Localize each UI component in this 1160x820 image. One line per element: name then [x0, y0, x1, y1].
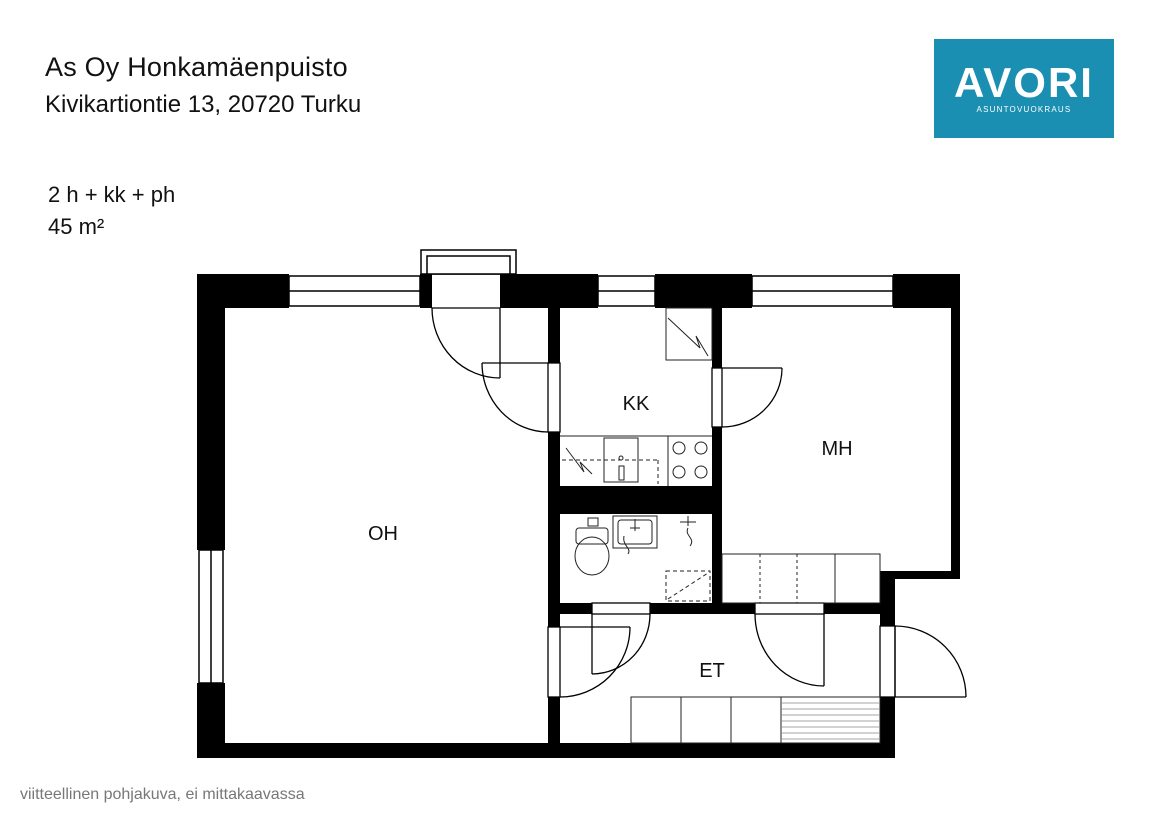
logo-wordmark: AVORI — [954, 59, 1094, 106]
windows — [198, 249, 894, 684]
property-name: As Oy Honkamäenpuisto — [45, 52, 348, 82]
disclaimer-note: viitteellinen pohjakuva, ei mittakaavass… — [20, 786, 305, 803]
apartment-type: 2 h + kk + ph — [48, 182, 176, 207]
avori-logo: AVORI ASUNTOVUOKRAUS — [934, 39, 1114, 138]
room-label-hallway: ET — [699, 660, 725, 682]
kitchen-fixtures — [560, 307, 713, 486]
bedroom-wardrobes — [721, 553, 881, 604]
logo-tagline: ASUNTOVUOKRAUS — [976, 105, 1072, 114]
bathroom-fixtures — [574, 515, 711, 602]
room-label-bedroom: MH — [821, 438, 852, 460]
doors — [431, 307, 967, 698]
room-label-kitchen: KK — [623, 393, 650, 415]
apartment-area: 45 m² — [48, 214, 105, 239]
walls — [197, 274, 960, 758]
hallway-storage — [630, 696, 881, 744]
room-label-living-room: OH — [368, 523, 398, 545]
property-address: Kivikartiontie 13, 20720 Turku — [45, 91, 362, 118]
